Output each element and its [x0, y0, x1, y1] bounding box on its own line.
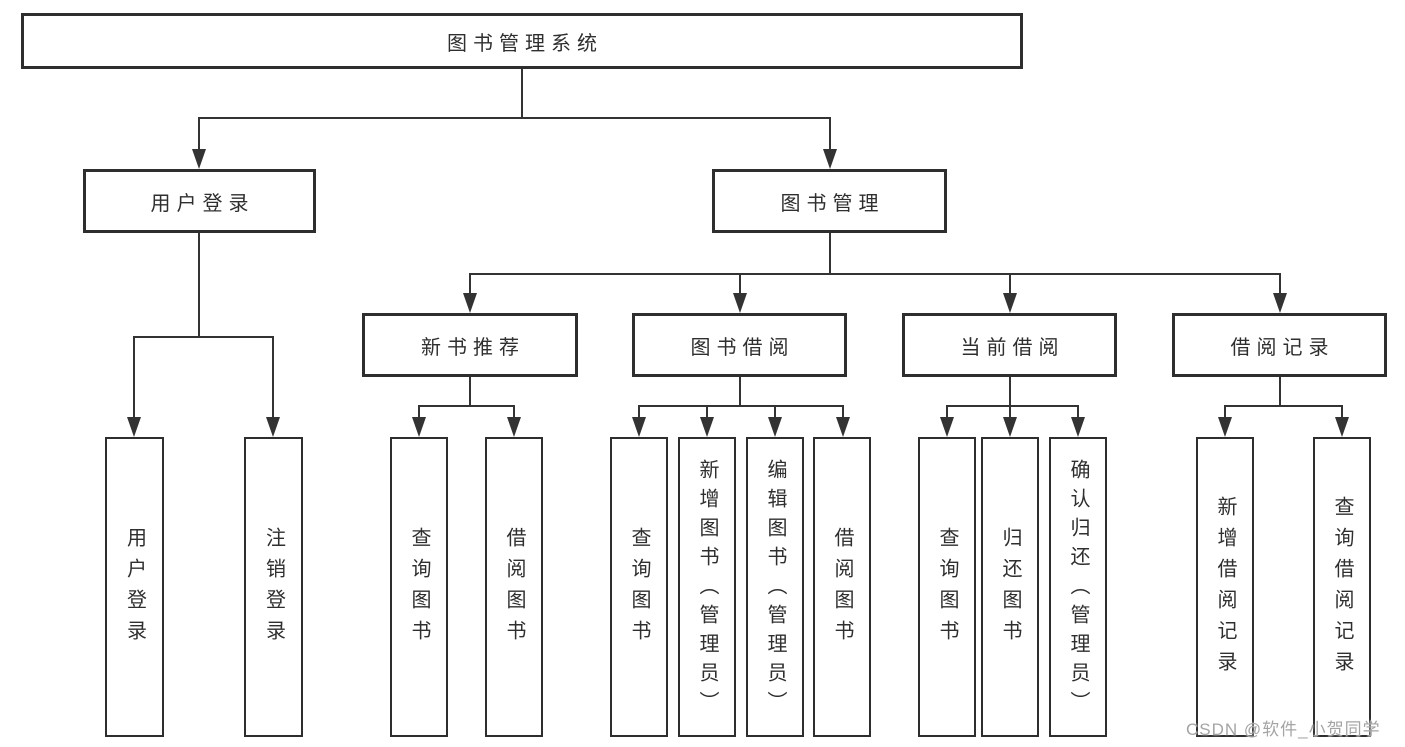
connector-line	[706, 405, 708, 418]
connector-line	[513, 405, 515, 418]
connector-line	[946, 405, 1079, 407]
connector-line	[1224, 405, 1342, 407]
leaf-add-borrow-record: 新增借阅记录	[1196, 437, 1254, 737]
node-label: 注销登录	[262, 527, 285, 651]
leaf-query-books-borrowing: 查询图书	[610, 437, 668, 737]
arrow-down-icon	[1273, 293, 1287, 313]
arrow-down-icon	[823, 149, 837, 169]
node-book-borrowing: 图书借阅	[632, 313, 847, 377]
arrow-down-icon	[1335, 417, 1349, 437]
connector-line	[1224, 405, 1226, 418]
node-current-borrowing: 当前借阅	[902, 313, 1117, 377]
node-library-management-system: 图书管理系统	[21, 13, 1023, 69]
arrow-down-icon	[412, 417, 426, 437]
leaf-borrow-books-borrowing: 借阅图书	[813, 437, 871, 737]
connector-line	[842, 405, 844, 418]
leaf-add-book-admin: 新增图书（管理员）	[678, 437, 736, 737]
leaf-query-books-recommend: 查询图书	[390, 437, 448, 737]
leaf-confirm-return-admin: 确认归还（管理员）	[1049, 437, 1107, 737]
connector-line	[1279, 273, 1281, 294]
arrow-down-icon	[192, 149, 206, 169]
arrow-down-icon	[1003, 293, 1017, 313]
leaf-query-books-current: 查询图书	[918, 437, 976, 737]
node-label: 借阅图书	[831, 527, 853, 651]
connector-line	[638, 405, 844, 407]
node-borrowing-records: 借阅记录	[1172, 313, 1387, 377]
node-label: 确认归还（管理员）	[1067, 458, 1089, 720]
node-label: 图书借阅	[690, 336, 795, 359]
connector-line	[739, 377, 741, 405]
arrow-down-icon	[836, 417, 850, 437]
node-label: 查询图书	[936, 527, 958, 651]
arrow-down-icon	[127, 417, 141, 437]
node-label: 借阅记录	[1230, 336, 1335, 359]
node-label: 新增图书（管理员）	[696, 458, 718, 720]
connector-line	[638, 405, 640, 418]
connector-line	[469, 273, 471, 294]
arrow-down-icon	[768, 417, 782, 437]
arrow-down-icon	[1003, 417, 1017, 437]
node-label: 查询借阅记录	[1331, 496, 1353, 682]
connector-line	[133, 336, 135, 418]
node-new-book-recommendation: 新书推荐	[362, 313, 578, 377]
node-label: 查询图书	[628, 527, 650, 651]
connector-line	[133, 336, 274, 338]
connector-line	[1009, 273, 1011, 294]
arrow-down-icon	[632, 417, 646, 437]
node-label: 查询图书	[408, 527, 430, 651]
arrow-down-icon	[940, 417, 954, 437]
connector-line	[418, 405, 420, 418]
arrow-down-icon	[463, 293, 477, 313]
connector-line	[198, 117, 831, 119]
node-label: 图书管理	[780, 192, 885, 215]
leaf-query-borrow-record: 查询借阅记录	[1313, 437, 1371, 737]
node-label: 当前借阅	[960, 336, 1065, 359]
node-label: 新书推荐	[421, 336, 525, 359]
leaf-user-login: 用户登录	[105, 437, 164, 737]
connector-line	[198, 233, 200, 336]
node-label: 用户登录	[123, 527, 146, 651]
arrow-down-icon	[1071, 417, 1085, 437]
connector-line	[1341, 405, 1343, 418]
connector-line	[469, 377, 471, 405]
connector-line	[198, 117, 200, 151]
connector-line	[739, 273, 741, 294]
node-label: 借阅图书	[503, 527, 525, 651]
arrow-down-icon	[700, 417, 714, 437]
connector-line	[1009, 377, 1011, 405]
csdn-watermark: CSDN @软件_小贺同学	[1186, 720, 1381, 739]
leaf-return-books: 归还图书	[981, 437, 1039, 737]
node-label: 用户登录	[150, 192, 255, 215]
arrow-down-icon	[266, 417, 280, 437]
connector-line	[774, 405, 776, 418]
connector-line	[1077, 405, 1079, 418]
leaf-logout: 注销登录	[244, 437, 303, 737]
connector-line	[521, 69, 523, 117]
node-label: 新增借阅记录	[1214, 496, 1236, 682]
node-user-login: 用户登录	[83, 169, 316, 233]
leaf-borrow-books-recommend: 借阅图书	[485, 437, 543, 737]
connector-line	[1009, 405, 1011, 418]
node-label: 编辑图书（管理员）	[764, 458, 786, 720]
connector-line	[946, 405, 948, 418]
connector-line	[829, 233, 831, 273]
arrow-down-icon	[733, 293, 747, 313]
node-label: 图书管理系统	[447, 32, 603, 55]
arrow-down-icon	[507, 417, 521, 437]
node-book-management: 图书管理	[712, 169, 947, 233]
connector-line	[829, 117, 831, 151]
connector-line	[272, 336, 274, 418]
arrow-down-icon	[1218, 417, 1232, 437]
connector-line	[469, 273, 1281, 275]
connector-line	[1279, 377, 1281, 405]
connector-line	[418, 405, 515, 407]
node-label: 归还图书	[999, 527, 1021, 651]
leaf-edit-book-admin: 编辑图书（管理员）	[746, 437, 804, 737]
